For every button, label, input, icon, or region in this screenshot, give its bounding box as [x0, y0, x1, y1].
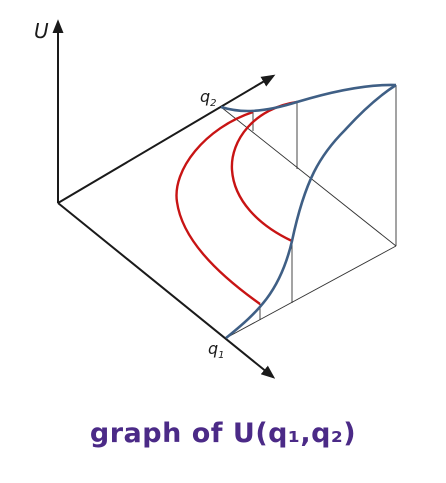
surface-edge-curve-q2	[220, 83, 397, 113]
surface-curves	[220, 83, 397, 340]
level-curve-inner	[230, 100, 298, 243]
q2-subscript: 2	[210, 98, 216, 109]
diagonal-guide-line	[220, 106, 397, 247]
floor-front-guide-line	[225, 245, 397, 339]
q2-axis-label: q2	[200, 87, 217, 109]
surface-edge-curve-q1	[225, 83, 397, 340]
u-axis-label: U	[34, 19, 49, 43]
guide-lines	[220, 85, 397, 339]
q1-axis-label: q1	[208, 339, 225, 361]
level-curve-outer	[175, 110, 261, 305]
q2-axis	[57, 74, 276, 204]
axes	[52, 19, 276, 379]
level-curves	[175, 100, 298, 305]
q1-axis	[57, 202, 276, 379]
diagram-caption: graph of U(q₁,q₂)	[89, 418, 357, 449]
q1-subscript: 1	[218, 350, 224, 361]
